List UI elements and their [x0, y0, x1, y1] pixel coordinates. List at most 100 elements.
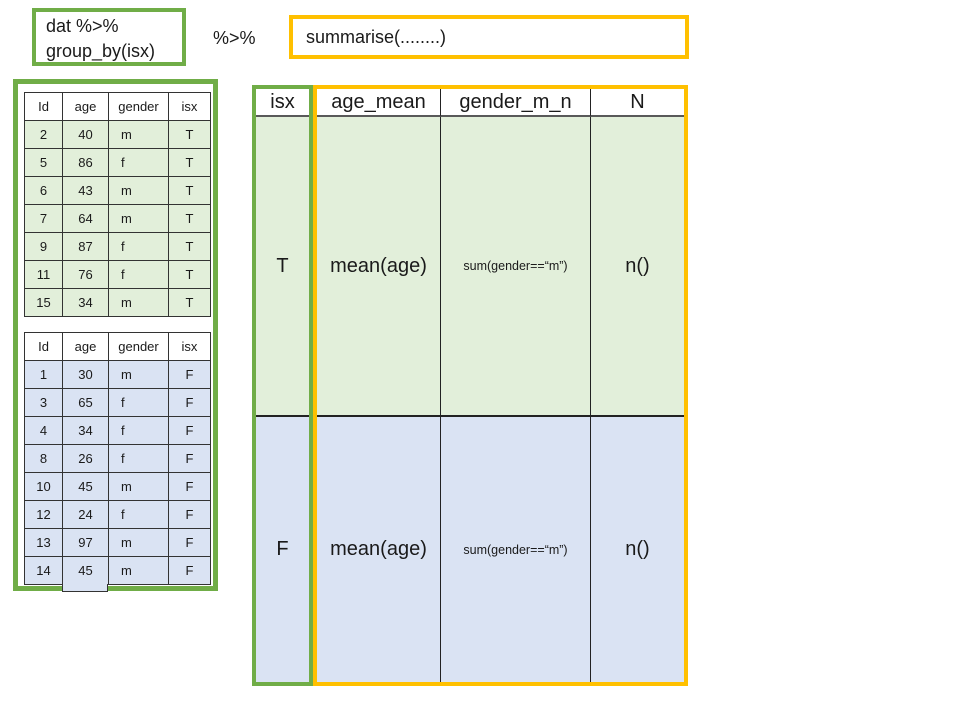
- col-header-gender: gender: [108, 332, 169, 361]
- cell-gender: f: [108, 416, 169, 445]
- cell-isx: F: [168, 444, 211, 473]
- col-header-age: age: [62, 332, 109, 361]
- cell-gender: f: [108, 260, 169, 289]
- cell-id: 13: [24, 528, 63, 557]
- cell-age: 43: [62, 176, 109, 205]
- col-header-isx: isx: [168, 332, 211, 361]
- table-row: 15 34 m T: [24, 288, 211, 317]
- cell-id: 1: [24, 360, 63, 389]
- col-header-id: Id: [24, 332, 63, 361]
- result-cell-t-n: n(): [591, 117, 684, 417]
- table-row: 4 34 f F: [24, 416, 211, 445]
- cell-id: 5: [24, 148, 63, 177]
- cell-id: 3: [24, 388, 63, 417]
- cell-isx: F: [168, 472, 211, 501]
- cell-gender: m: [108, 360, 169, 389]
- cell-age: 65: [62, 388, 109, 417]
- group-f-table: Id age gender isx 1 30 m F 3 65 f F: [24, 332, 211, 585]
- cell-age: 76: [62, 260, 109, 289]
- cell-age: 45: [62, 472, 109, 501]
- cell-gender: m: [108, 176, 169, 205]
- cell-isx: T: [168, 204, 211, 233]
- result-header-isx: isx: [256, 89, 309, 117]
- result-cell-f-n: n(): [591, 417, 684, 682]
- cell-isx: F: [168, 500, 211, 529]
- cell-id: 4: [24, 416, 63, 445]
- result-cell-t-age-mean: mean(age): [317, 117, 441, 417]
- group-f-header-row: Id age gender isx: [24, 332, 211, 361]
- result-isx-column: isx T F: [252, 85, 313, 686]
- cell-gender: m: [108, 204, 169, 233]
- cell-isx: T: [168, 260, 211, 289]
- cell-id: 12: [24, 500, 63, 529]
- cell-isx: T: [168, 176, 211, 205]
- grouped-data-panel: Id age gender isx 2 40 m T 5 86 f T: [13, 79, 218, 592]
- group-t-table: Id age gender isx 2 40 m T 5 86 f T: [24, 92, 211, 317]
- cell-age: 87: [62, 232, 109, 261]
- table-row: 6 43 m T: [24, 176, 211, 205]
- col-header-id: Id: [24, 92, 63, 121]
- cell-age: 45: [62, 556, 109, 585]
- summarise-code-text: summarise(........): [306, 26, 447, 47]
- result-cell-isx-t: T: [256, 117, 309, 417]
- result-header-n: N: [591, 89, 684, 117]
- code-line-2: group_by(isx): [46, 41, 156, 61]
- result-cell-isx-f: F: [256, 417, 309, 682]
- cell-id: 2: [24, 120, 63, 149]
- cell-id: 15: [24, 288, 63, 317]
- table-row: 7 64 m T: [24, 204, 211, 233]
- table-row: 9 87 f T: [24, 232, 211, 261]
- cell-isx: T: [168, 288, 211, 317]
- cell-isx: F: [168, 528, 211, 557]
- groupby-code-box: dat %>% group_by(isx): [32, 8, 186, 66]
- cell-gender: f: [108, 388, 169, 417]
- cell-age: 24: [62, 500, 109, 529]
- table-row: 8 26 f F: [24, 444, 211, 473]
- cell-gender: m: [108, 472, 169, 501]
- cell-gender: m: [108, 556, 169, 585]
- code-line-1: dat %>%: [46, 16, 119, 36]
- result-header-gender-m-n: gender_m_n: [441, 89, 591, 117]
- group-t-header-row: Id age gender isx: [24, 92, 211, 121]
- cell-id: 10: [24, 472, 63, 501]
- cell-gender: m: [108, 288, 169, 317]
- cell-gender: f: [108, 500, 169, 529]
- table-row: 10 45 m F: [24, 472, 211, 501]
- age-column-stub: [62, 584, 108, 592]
- cell-id: 6: [24, 176, 63, 205]
- cell-isx: F: [168, 416, 211, 445]
- table-row: 13 97 m F: [24, 528, 211, 557]
- cell-id: 11: [24, 260, 63, 289]
- cell-gender: f: [108, 444, 169, 473]
- cell-isx: F: [168, 556, 211, 585]
- cell-isx: T: [168, 148, 211, 177]
- result-header-age-mean: age_mean: [317, 89, 441, 117]
- pipe-operator: %>%: [213, 28, 256, 48]
- table-row: 5 86 f T: [24, 148, 211, 177]
- cell-age: 30: [62, 360, 109, 389]
- table-row: 2 40 m T: [24, 120, 211, 149]
- cell-gender: m: [108, 528, 169, 557]
- table-row: 11 76 f T: [24, 260, 211, 289]
- table-row: 3 65 f F: [24, 388, 211, 417]
- cell-isx: T: [168, 232, 211, 261]
- cell-id: 8: [24, 444, 63, 473]
- table-row: 14 45 m F: [24, 556, 211, 585]
- result-table: age_mean gender_m_n N mean(age) sum(gend…: [313, 85, 688, 686]
- cell-age: 34: [62, 288, 109, 317]
- cell-age: 26: [62, 444, 109, 473]
- cell-age: 40: [62, 120, 109, 149]
- cell-id: 7: [24, 204, 63, 233]
- cell-age: 64: [62, 204, 109, 233]
- cell-gender: f: [108, 148, 169, 177]
- cell-gender: m: [108, 120, 169, 149]
- col-header-age: age: [62, 92, 109, 121]
- table-row: 1 30 m F: [24, 360, 211, 389]
- result-cell-f-gender-m-n: sum(gender==“m”): [441, 417, 591, 682]
- result-cell-t-gender-m-n: sum(gender==“m”): [441, 117, 591, 417]
- cell-gender: f: [108, 232, 169, 261]
- col-header-isx: isx: [168, 92, 211, 121]
- cell-id: 14: [24, 556, 63, 585]
- cell-isx: F: [168, 388, 211, 417]
